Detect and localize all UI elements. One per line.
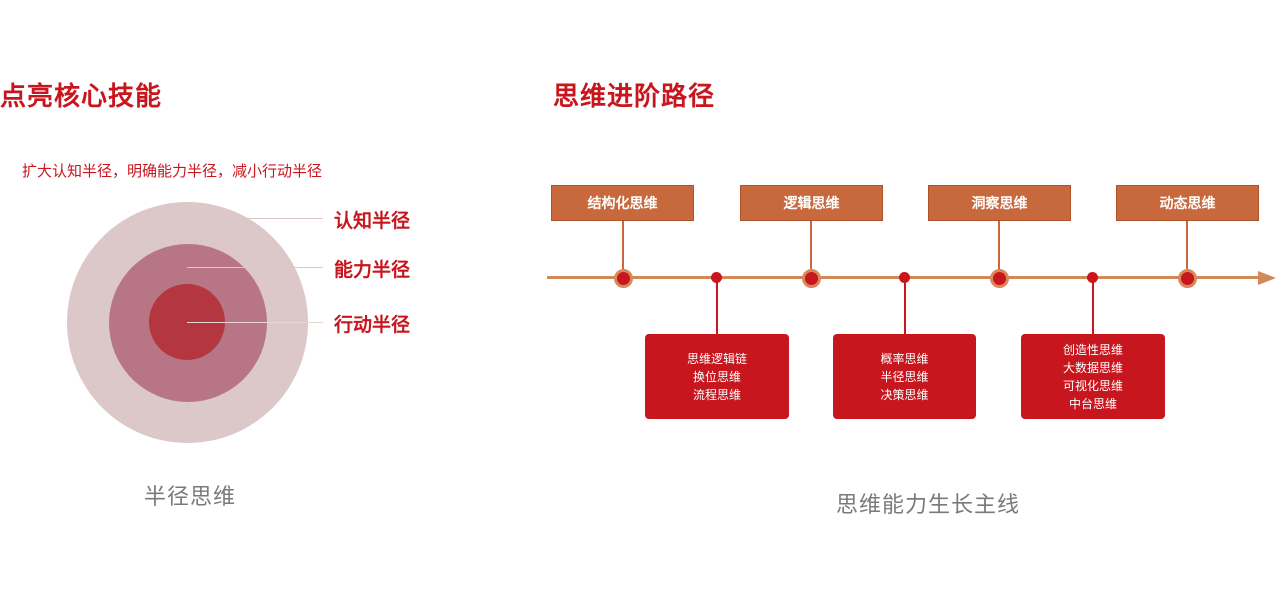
- stage-connector: [622, 221, 624, 278]
- detail-item: 思维逻辑链: [686, 351, 747, 366]
- detail-connector: [1092, 278, 1094, 336]
- ability-radius-label: 能力半径: [334, 259, 411, 281]
- stage-connector: [998, 221, 1000, 278]
- stage-box-structured: 结构化思维: [551, 185, 694, 221]
- timeline-arrow-icon: [1258, 271, 1276, 285]
- detail-box-3: 创造性思维 大数据思维 可视化思维 中台思维: [1021, 334, 1165, 419]
- stage-connector: [1186, 221, 1188, 278]
- detail-node: [899, 272, 910, 283]
- detail-item: 可视化思维: [1062, 378, 1123, 393]
- detail-connector: [904, 278, 906, 336]
- stage-node: [990, 269, 1009, 288]
- action-radius-label: 行动半径: [334, 314, 411, 336]
- detail-item: 换位思维: [692, 369, 741, 384]
- detail-item: 创造性思维: [1062, 342, 1123, 357]
- stage-box-insight: 洞察思维: [928, 185, 1071, 221]
- stage-connector: [810, 221, 812, 278]
- left-caption: 半径思维: [144, 485, 237, 510]
- detail-item: 决策思维: [880, 387, 929, 402]
- detail-item: 概率思维: [880, 351, 929, 366]
- detail-item: 流程思维: [692, 387, 741, 402]
- cognition-leader-line: [187, 218, 323, 219]
- detail-connector: [716, 278, 718, 336]
- stage-box-dynamic: 动态思维: [1116, 185, 1259, 221]
- stage-node: [1178, 269, 1197, 288]
- stage-node: [802, 269, 821, 288]
- detail-box-2: 概率思维 半径思维 决策思维: [833, 334, 976, 419]
- ability-leader-line: [187, 267, 323, 268]
- stage-box-logic: 逻辑思维: [740, 185, 883, 221]
- detail-box-1: 思维逻辑链 换位思维 流程思维: [645, 334, 789, 419]
- cognition-radius-label: 认知半径: [334, 210, 411, 232]
- action-leader-line: [187, 322, 323, 323]
- right-section-title: 思维进阶路径: [553, 82, 716, 112]
- detail-node: [1087, 272, 1098, 283]
- left-subtitle: 扩大认知半径，明确能力半径，减小行动半径: [22, 162, 323, 180]
- detail-item: 半径思维: [880, 369, 929, 384]
- left-section-title: 点亮核心技能: [0, 82, 163, 112]
- detail-item: 大数据思维: [1062, 360, 1123, 375]
- right-caption: 思维能力生长主线: [836, 493, 1021, 518]
- detail-node: [711, 272, 722, 283]
- stage-node: [614, 269, 633, 288]
- detail-item: 中台思维: [1068, 396, 1117, 411]
